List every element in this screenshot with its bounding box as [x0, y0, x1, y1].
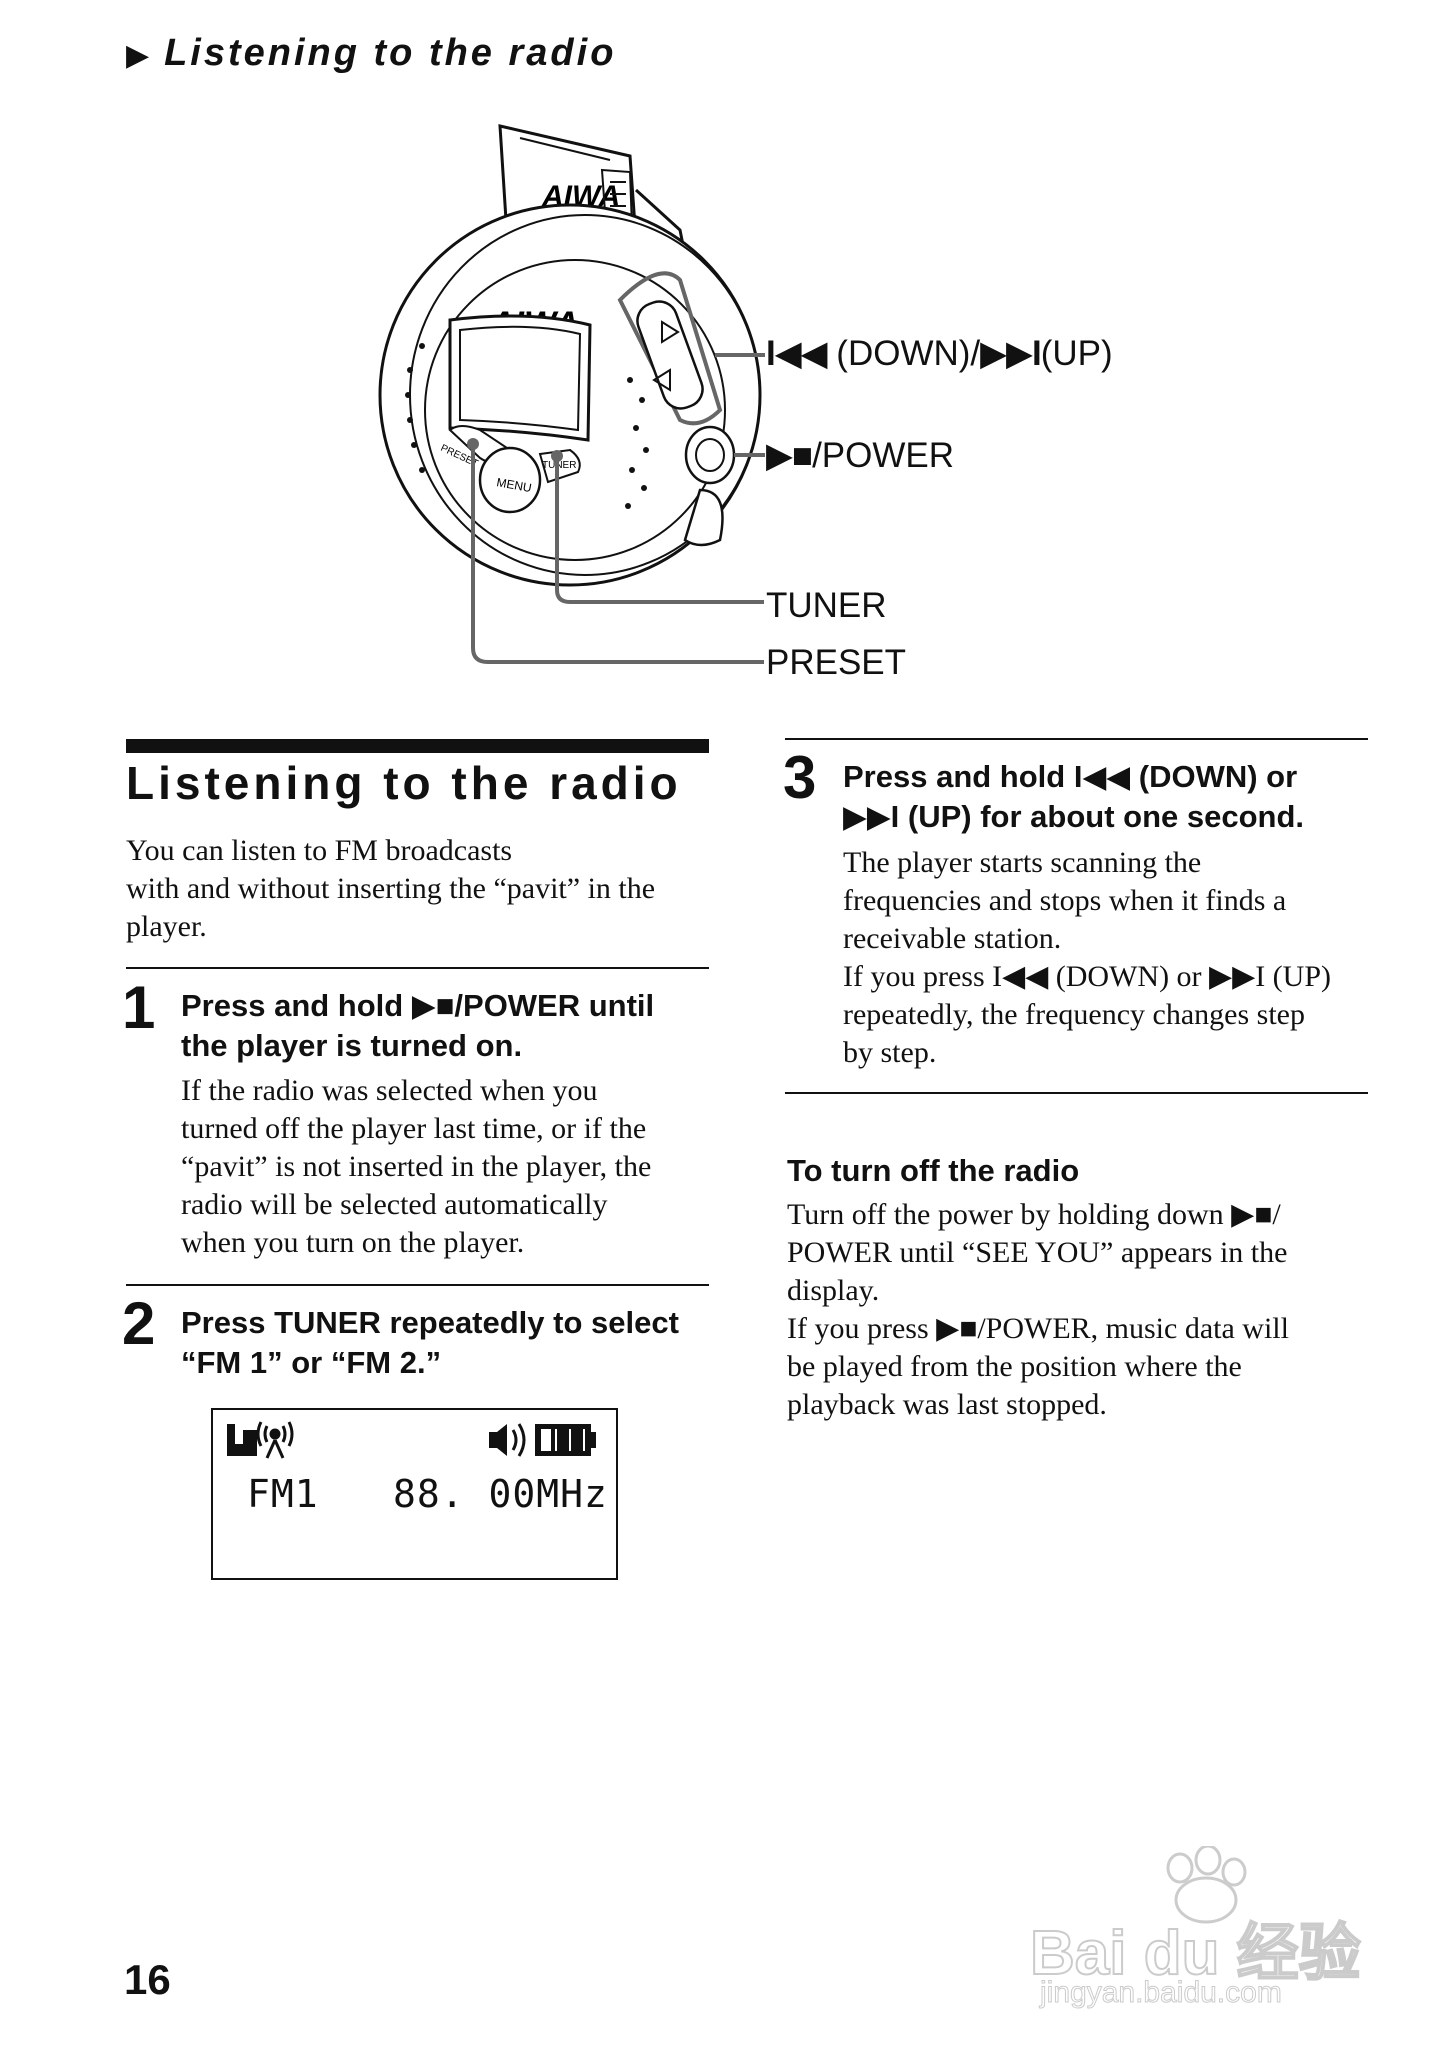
body-line: frequencies and stops when it finds a	[843, 884, 1287, 917]
lcd-frequency-text: 88. 00MHz	[393, 1472, 608, 1516]
step-1-body: If the radio was selected when you turne…	[181, 1072, 651, 1262]
body-line: by step.	[843, 1036, 937, 1069]
menu-button-shape	[478, 446, 542, 514]
divider	[785, 1092, 1368, 1094]
step-2-heading: Press TUNER repeatedly to select “FM 1” …	[181, 1303, 679, 1383]
body-line: radio will be selected automatically	[181, 1188, 608, 1221]
heading-line: Press and hold I◀◀ (DOWN) or	[843, 759, 1298, 794]
step-3-body: The player starts scanning the frequenci…	[843, 844, 1331, 1072]
body-line: display.	[787, 1274, 880, 1307]
skip-back-icon: I◀◀	[766, 334, 828, 373]
volume-icon	[489, 1423, 526, 1457]
device-figure: AIWA AIWA PRESET MENU TUNER	[370, 110, 1150, 710]
lcd-display: FM1 88. 00MHz	[211, 1408, 618, 1580]
body-line: If you press ▶■/POWER, music data will	[787, 1312, 1289, 1345]
paw-logo-icon	[1166, 1846, 1247, 1924]
heading-line: “FM 1” or “FM 2.”	[181, 1345, 442, 1380]
battery-icon	[535, 1424, 596, 1456]
body-line: Turn off the power by holding down ▶■/	[787, 1198, 1281, 1231]
tuner-mode-icon	[227, 1424, 257, 1456]
menu-button-label: MENU	[495, 475, 532, 495]
turn-off-heading: To turn off the radio	[787, 1153, 1080, 1188]
callout-power: ▶■/POWER	[766, 436, 954, 476]
intro-line: with and without inserting the “pavit” i…	[126, 872, 656, 905]
watermark-brand: Bai du 经验	[1029, 1918, 1362, 1989]
body-line: POWER until “SEE YOU” appears in the	[787, 1236, 1288, 1269]
intro-line: player.	[126, 910, 207, 943]
step-1-number: 1	[122, 974, 156, 1041]
intro-paragraph: You can listen to FM broadcasts with and…	[126, 832, 655, 946]
antenna-icon	[256, 1421, 294, 1459]
heading-line: the player is turned on.	[181, 1028, 523, 1063]
callout-preset: PRESET	[766, 643, 907, 682]
step-2-number: 2	[122, 1290, 156, 1357]
page-number: 16	[124, 1956, 171, 2003]
baidu-watermark: Bai du 经验 jingyan.baidu.com	[1029, 1846, 1370, 2016]
callout-skip-up: (UP)	[1040, 334, 1113, 373]
body-line: The player starts scanning the	[843, 846, 1202, 879]
tuner-button-shape	[538, 448, 581, 484]
callout-skip: I◀◀ (DOWN)/▶▶I(UP)	[766, 334, 1113, 374]
body-line: playback was last stopped.	[787, 1388, 1107, 1421]
speaker-grille	[405, 343, 649, 509]
divider	[126, 1284, 709, 1286]
section-title: Listening to the radio	[126, 757, 682, 809]
heading-line: Press and hold ▶■/POWER until	[181, 988, 655, 1023]
body-line: If you press I◀◀ (DOWN) or ▶▶I (UP)	[843, 960, 1332, 993]
step-3-heading: Press and hold I◀◀ (DOWN) or ▶▶I (UP) fo…	[843, 757, 1304, 837]
body-line: repeatedly, the frequency changes step	[843, 998, 1305, 1031]
divider	[785, 738, 1368, 740]
callout-tuner: TUNER	[766, 586, 887, 625]
step-3-number: 3	[783, 744, 817, 811]
section-title-bar	[126, 739, 709, 753]
heading-line: ▶▶I (UP) for about one second.	[843, 799, 1305, 834]
watermark-url: jingyan.baidu.com	[1040, 1976, 1283, 2010]
body-line: receivable station.	[843, 922, 1062, 955]
intro-line: You can listen to FM broadcasts	[126, 834, 513, 867]
play-stop-icon: ▶■	[766, 436, 813, 475]
body-line: turned off the player last time, or if t…	[181, 1112, 647, 1145]
body-line: If the radio was selected when you	[181, 1074, 598, 1107]
body-line: when you turn on the player.	[181, 1226, 525, 1259]
running-head: ▶ Listening to the radio	[126, 32, 616, 75]
step-1-heading: Press and hold ▶■/POWER until the player…	[181, 986, 654, 1066]
body-line: be played from the position where the	[787, 1350, 1242, 1383]
player-illustration: AIWA AIWA PRESET MENU TUNER	[378, 124, 765, 664]
tuner-button-label: TUNER	[542, 460, 576, 471]
triangle-marker-icon: ▶	[126, 39, 153, 72]
running-head-text: Listening to the radio	[164, 32, 617, 74]
callout-power-text: /POWER	[812, 436, 955, 475]
divider	[126, 967, 709, 969]
callout-skip-down: (DOWN)/	[826, 334, 981, 373]
lcd-mode-text: FM1	[247, 1472, 319, 1516]
lcd-icons	[227, 1421, 596, 1459]
body-line: “pavit” is not inserted in the player, t…	[181, 1150, 652, 1183]
skip-forward-icon: ▶▶I	[980, 334, 1042, 373]
turn-off-body: Turn off the power by holding down ▶■/ P…	[787, 1196, 1289, 1424]
heading-line: Press TUNER repeatedly to select	[181, 1305, 679, 1340]
